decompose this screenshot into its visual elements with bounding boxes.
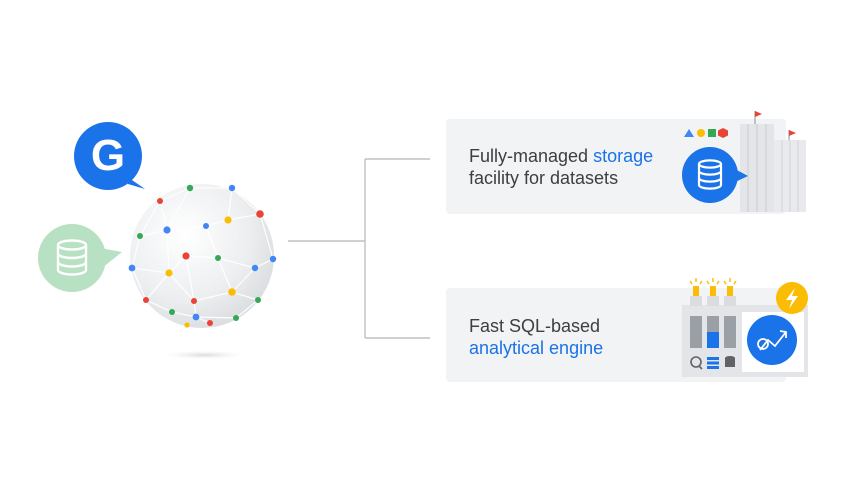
storage-card-highlight: storage <box>593 146 654 166</box>
database-icon <box>682 147 748 203</box>
warehouse-buildings-icon <box>740 111 806 212</box>
engine-card-text: Fast SQL-based analytical engine <box>469 315 669 359</box>
storage-card-text: Fully-managed storage facility for datas… <box>469 145 679 189</box>
shapes-icon <box>684 128 728 138</box>
analytics-chart-icon <box>747 315 797 365</box>
google-g-icon <box>74 122 145 190</box>
lightning-bolt-icon <box>776 282 808 314</box>
google-g-letter: G <box>90 131 126 180</box>
engine-card-line1: Fast SQL-based <box>469 316 601 336</box>
network-globe-icon <box>128 184 277 328</box>
sphere-shadow <box>156 350 252 360</box>
engine-card-highlight: analytical engine <box>469 338 604 358</box>
database-icon <box>38 224 122 292</box>
connector-lines <box>288 158 430 339</box>
storage-card-line1-prefix: Fully-managed <box>469 146 594 166</box>
storage-card-line2: facility for datasets <box>469 168 619 188</box>
